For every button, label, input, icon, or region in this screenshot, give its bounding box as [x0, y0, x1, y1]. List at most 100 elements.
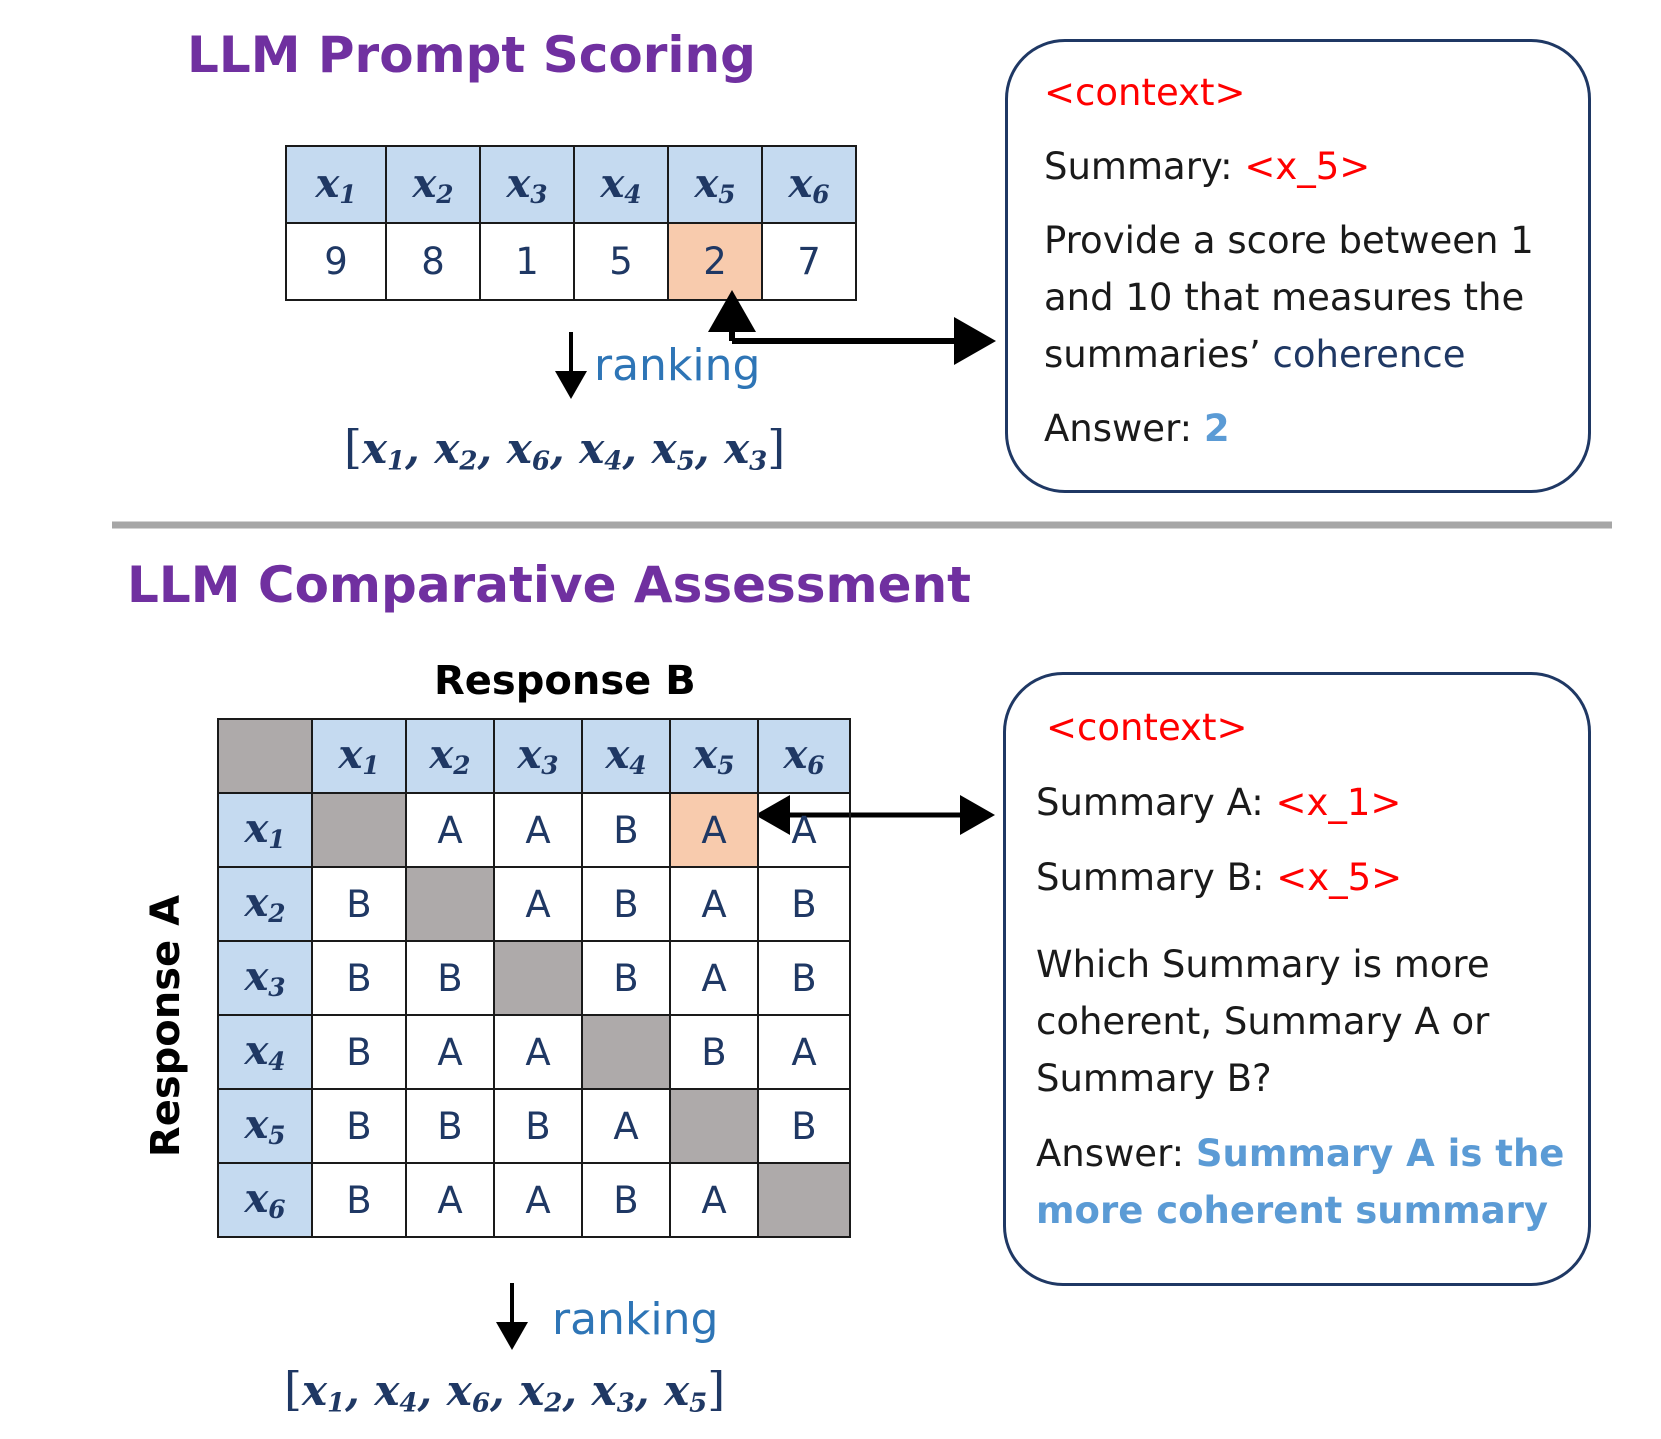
scoring-context-tag: <context> — [1044, 71, 1246, 114]
matrix-cell-5-1: B — [311, 1088, 407, 1164]
matrix-cell-3-1: B — [311, 940, 407, 1016]
question-line1: Which Summary is more — [1036, 943, 1490, 986]
top-ranking-label: ranking — [594, 340, 761, 391]
summary-a-line: Summary A: <x_1> — [1036, 781, 1402, 824]
comparative-context-tag: <context> — [1046, 706, 1248, 749]
bottom-ranking-label: ranking — [552, 1294, 719, 1345]
matrix-col-header-4: x4 — [581, 718, 671, 794]
comparative-assessment-title: LLM Comparative Assessment — [127, 556, 972, 614]
scoring-answer-line: Answer: 2 — [1044, 407, 1230, 450]
summary-b-line: Summary B: <x_5> — [1036, 856, 1403, 899]
matrix-cell-1-4: B — [581, 792, 671, 868]
bottom-ranking-list: [x1, x4, x6, x2, x3, x5] — [284, 1362, 726, 1419]
matrix-cell-1-6: A — [757, 792, 851, 868]
matrix-cell-4-3: A — [493, 1014, 583, 1090]
bottom-rank-item-5: x3 — [591, 1366, 635, 1419]
score-header-2: x2 — [385, 145, 481, 224]
matrix-cell-6-1: B — [311, 1162, 407, 1238]
comparative-prompt-box: <context> Summary A: <x_1> Summary B: <x… — [1003, 672, 1591, 1286]
matrix-cell-2-3: A — [493, 866, 583, 942]
comparative-answer-line1: Answer: Summary A is the — [1036, 1132, 1565, 1175]
top-rank-item-2: x2 — [434, 424, 478, 477]
matrix-cell-1-5: A — [669, 792, 759, 868]
matrix-cell-1-1 — [311, 792, 407, 868]
scoring-summary-line: Summary: <x_5> — [1044, 145, 1371, 188]
matrix-cell-3-3 — [493, 940, 583, 1016]
response-a-axis-label: Response A — [143, 894, 189, 1158]
response-b-axis-label: Response B — [434, 658, 696, 704]
matrix-cell-4-5: B — [669, 1014, 759, 1090]
prompt-scoring-title: LLM Prompt Scoring — [187, 26, 756, 84]
matrix-row-header-2: x2 — [217, 866, 313, 942]
question-line3: Summary B? — [1036, 1057, 1272, 1100]
matrix-cell-2-2 — [405, 866, 495, 942]
matrix-cell-6-6 — [757, 1162, 851, 1238]
score-header-4: x4 — [573, 145, 669, 224]
score-cell-6: 7 — [761, 222, 857, 301]
matrix-col-header-2: x2 — [405, 718, 495, 794]
bottom-rank-item-6: x5 — [664, 1366, 708, 1419]
top-rank-item-5: x5 — [651, 424, 695, 477]
score-header-6: x6 — [761, 145, 857, 224]
matrix-row-header-6: x6 — [217, 1162, 313, 1238]
matrix-cell-4-6: A — [757, 1014, 851, 1090]
matrix-cell-6-2: A — [405, 1162, 495, 1238]
score-cell-3: 1 — [479, 222, 575, 301]
matrix-cell-5-6: B — [757, 1088, 851, 1164]
matrix-cell-3-6: B — [757, 940, 851, 1016]
matrix-row-header-3: x3 — [217, 940, 313, 1016]
matrix-cell-4-4 — [581, 1014, 671, 1090]
score-cell-1: 9 — [285, 222, 387, 301]
bottom-rank-item-4: x2 — [519, 1366, 563, 1419]
matrix-cell-1-2: A — [405, 792, 495, 868]
scoring-prompt-line1: Provide a score between 1 — [1044, 219, 1534, 262]
scoring-prompt-box: <context> Summary: <x_5> Provide a score… — [1005, 39, 1591, 493]
bottom-rank-item-1: x1 — [301, 1366, 346, 1419]
comparative-answer-line2: more coherent summary — [1036, 1189, 1549, 1232]
matrix-cell-4-2: A — [405, 1014, 495, 1090]
matrix-cell-2-4: B — [581, 866, 671, 942]
top-rank-item-6: x3 — [724, 424, 768, 477]
matrix-cell-2-5: A — [669, 866, 759, 942]
score-header-3: x3 — [479, 145, 575, 224]
matrix-cell-4-1: B — [311, 1014, 407, 1090]
matrix-cell-6-5: A — [669, 1162, 759, 1238]
matrix-cell-5-3: B — [493, 1088, 583, 1164]
score-header-1: x1 — [285, 145, 387, 224]
matrix-row-header-1: x1 — [217, 792, 313, 868]
bottom-rank-item-2: x4 — [374, 1366, 418, 1419]
top-rank-item-4: x4 — [579, 424, 623, 477]
score-cell-2: 8 — [385, 222, 481, 301]
matrix-cell-6-3: A — [493, 1162, 583, 1238]
top-rank-item-3: x6 — [506, 424, 550, 477]
top-ranking-list: [x1, x2, x6, x4, x5, x3] — [344, 420, 786, 477]
matrix-col-header-3: x3 — [493, 718, 583, 794]
scoring-prompt-line3: summaries’ coherence — [1044, 333, 1466, 376]
matrix-col-header-6: x6 — [757, 718, 851, 794]
matrix-cell-2-6: B — [757, 866, 851, 942]
question-line2: coherent, Summary A or — [1036, 1000, 1490, 1043]
bottom-rank-item-3: x6 — [446, 1366, 490, 1419]
scoring-prompt-line2: and 10 that measures the — [1044, 276, 1525, 319]
matrix-cell-5-4: A — [581, 1088, 671, 1164]
matrix-cell-3-5: A — [669, 940, 759, 1016]
matrix-cell-5-2: B — [405, 1088, 495, 1164]
score-header-5: x5 — [667, 145, 763, 224]
matrix-cell-2-1: B — [311, 866, 407, 942]
matrix-corner — [217, 718, 313, 794]
score-cell-4: 5 — [573, 222, 669, 301]
matrix-cell-5-5 — [669, 1088, 759, 1164]
matrix-cell-1-3: A — [493, 792, 583, 868]
matrix-col-header-1: x1 — [311, 718, 407, 794]
